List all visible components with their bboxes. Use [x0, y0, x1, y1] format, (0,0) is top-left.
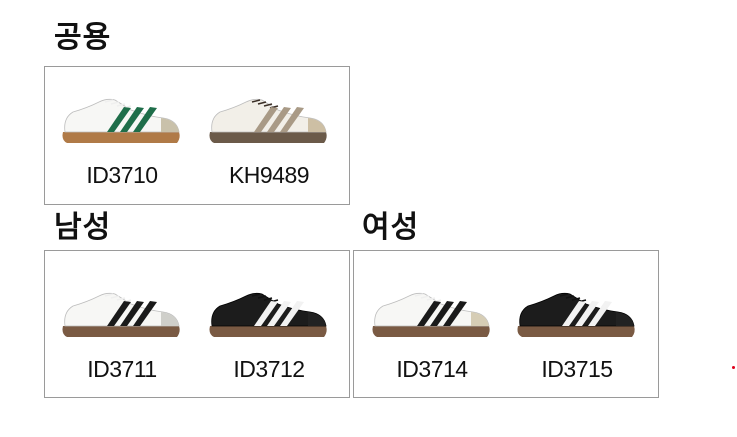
stripe: [254, 301, 278, 326]
stripe: [133, 107, 157, 132]
section-title-unisex: 공용: [54, 20, 112, 55]
sole: [209, 326, 327, 337]
product-card[interactable]: ID3710: [57, 88, 187, 188]
stripe: [267, 301, 291, 326]
product-card[interactable]: KH9489: [204, 88, 334, 188]
sole: [372, 326, 490, 337]
lace: [414, 293, 424, 297]
lace: [420, 295, 430, 299]
lace: [116, 297, 126, 301]
decorative-dot: [732, 366, 735, 369]
product-code: ID3715: [541, 356, 613, 382]
heel-tab: [308, 312, 326, 326]
product-card[interactable]: ID3714: [367, 282, 497, 382]
stripe: [588, 301, 612, 326]
heel-tab: [161, 118, 179, 132]
sneaker-image: [372, 292, 490, 337]
lace: [116, 103, 126, 107]
stripe: [280, 107, 304, 132]
product-card[interactable]: ID3711: [57, 282, 187, 382]
product-code: ID3710: [86, 162, 158, 188]
sneaker-image: [517, 292, 635, 337]
lace: [104, 293, 114, 297]
lace: [110, 295, 120, 299]
unisex-product-box: [44, 66, 350, 205]
women-product-box: [353, 250, 659, 398]
product-card[interactable]: ID3712: [204, 282, 334, 382]
section-title-women: 여성: [362, 210, 420, 245]
stripe: [120, 301, 144, 326]
lace: [104, 99, 114, 103]
lace: [263, 103, 273, 107]
product-card[interactable]: ID3715: [512, 282, 642, 382]
sole: [209, 132, 327, 143]
heel-tab: [308, 118, 326, 132]
stripe: [120, 107, 144, 132]
heel-tab: [161, 312, 179, 326]
sneaker-image: [209, 292, 327, 337]
sole: [62, 132, 180, 143]
product-code: ID3711: [87, 356, 157, 382]
lace: [110, 101, 120, 105]
stripe: [443, 301, 467, 326]
men-product-box: [44, 250, 350, 398]
section-title-men: 남성: [54, 210, 112, 245]
product-code: KH9489: [228, 162, 310, 188]
lace: [559, 293, 569, 297]
stripe: [417, 301, 441, 326]
stripe: [133, 301, 157, 326]
stripe: [430, 301, 454, 326]
lace: [571, 297, 581, 301]
lace: [257, 101, 267, 105]
stripe: [280, 301, 304, 326]
lace: [565, 295, 575, 299]
sole: [62, 326, 180, 337]
heel-tab: [471, 312, 489, 326]
lace: [426, 297, 436, 301]
stripe: [562, 301, 586, 326]
stripe: [107, 107, 131, 132]
sneaker-image: [62, 292, 180, 337]
lace: [263, 297, 273, 301]
product-code: ID3712: [233, 356, 305, 382]
sole: [517, 326, 635, 337]
lace: [257, 295, 267, 299]
lace: [251, 99, 261, 103]
stripe: [107, 301, 131, 326]
heel-tab: [616, 312, 634, 326]
lace: [251, 293, 261, 297]
stripe: [267, 107, 291, 132]
product-code: ID3714: [396, 356, 468, 382]
sneaker-image: [209, 98, 327, 143]
sneaker-image: [62, 98, 180, 143]
stripe: [254, 107, 278, 132]
stripe: [575, 301, 599, 326]
